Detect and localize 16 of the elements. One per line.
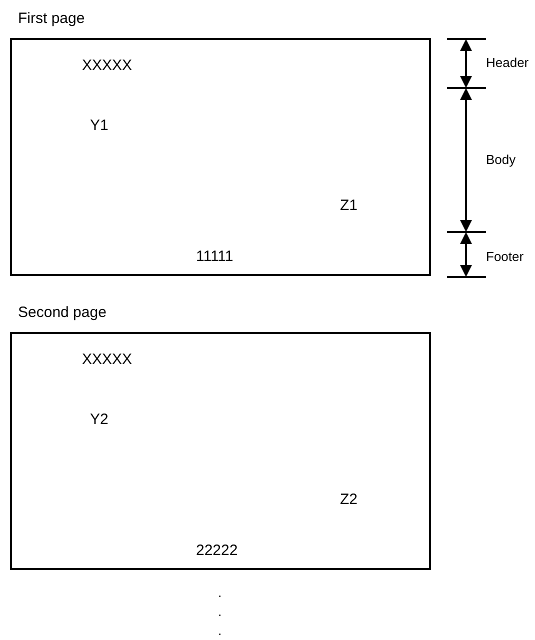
footer-text: 11111 [196,248,234,265]
dimension-label: Header [486,55,529,70]
dimension-label: Footer [486,249,524,264]
page-title: First page [18,10,85,27]
body-text: Y1 [90,117,108,134]
header-text: XXXXX [82,351,132,368]
ellipsis-dot: . [218,586,222,599]
body-text: Z2 [340,491,358,508]
ellipsis-dot: . [218,605,222,618]
body-text: Z1 [340,197,358,214]
footer-text: 22222 [196,542,238,559]
page-title: Second page [18,304,106,321]
body-text: Y2 [90,411,108,428]
ellipsis-dot: . [218,624,222,637]
header-text: XXXXX [82,57,132,74]
dimension-label: Body [486,152,516,167]
